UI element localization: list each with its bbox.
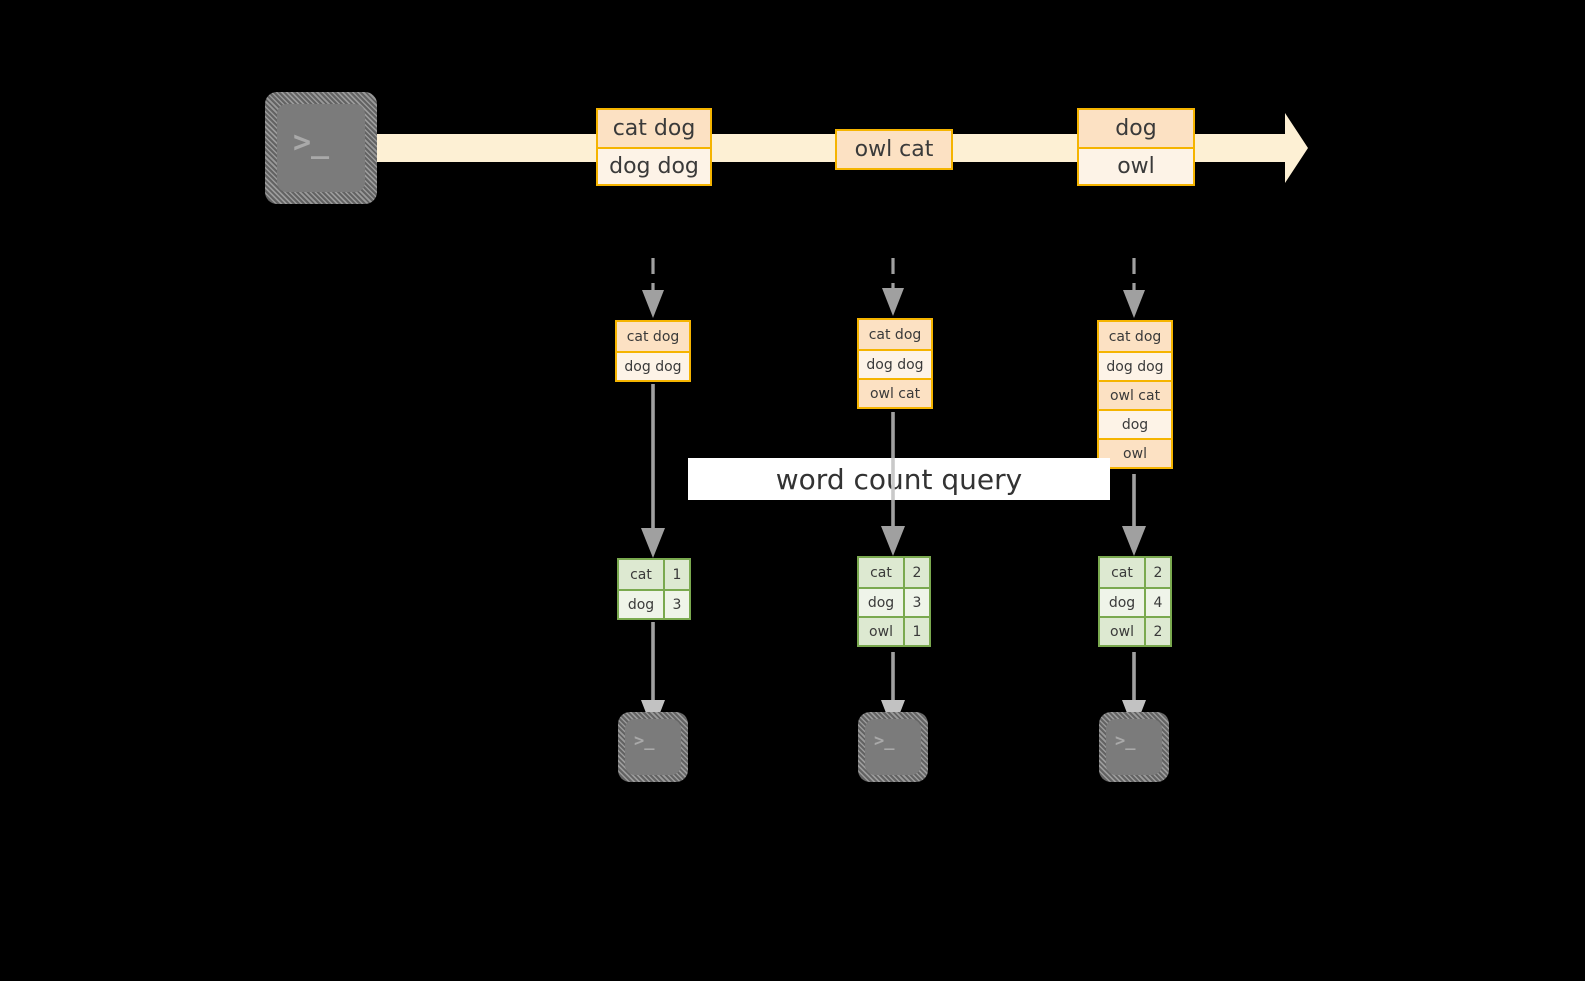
count-cell: 4 [1144, 589, 1170, 616]
stream-event-group-1: cat dog dog dog [596, 108, 712, 186]
input-row: dog [1099, 409, 1171, 438]
snapshot-2-result-table: cat 2 dog 3 owl 1 [857, 556, 931, 647]
stream-event-group-3: dog owl [1077, 108, 1195, 186]
word-cell: owl [859, 618, 903, 645]
input-row: dog dog [859, 349, 931, 378]
stream-event-line: dog [1079, 110, 1193, 147]
table-row: dog 4 [1100, 587, 1170, 616]
stream-event-line: dog dog [598, 147, 710, 184]
stream-event-group-2: owl cat [835, 129, 953, 170]
terminal-body [865, 719, 921, 775]
table-row: cat 1 [619, 560, 689, 589]
snapshot-3-input-table: cat dog dog dog owl cat dog owl [1097, 320, 1173, 469]
table-row: owl 2 [1100, 616, 1170, 645]
query-arrowhead-3 [1122, 526, 1146, 556]
table-row: dog 3 [859, 587, 929, 616]
snapshot-3-result-table: cat 2 dog 4 owl 2 [1098, 556, 1172, 647]
count-cell: 3 [903, 589, 929, 616]
snapshot-1-result-table: cat 1 dog 3 [617, 558, 691, 620]
word-cell: cat [619, 560, 663, 589]
word-cell: owl [1100, 618, 1144, 645]
word-cell: dog [619, 591, 663, 618]
table-row: dog 3 [619, 589, 689, 618]
terminal-prompt-glyph: >_ [1115, 731, 1136, 751]
query-arrowhead-1 [641, 528, 665, 558]
count-cell: 1 [903, 618, 929, 645]
terminal-prompt-glyph: >_ [293, 125, 330, 160]
count-cell: 2 [903, 558, 929, 587]
count-cell: 1 [663, 560, 689, 589]
table-row: cat 2 [859, 558, 929, 587]
input-row: dog dog [617, 351, 689, 380]
word-cell: cat [859, 558, 903, 587]
snapshot-2-input-table: cat dog dog dog owl cat [857, 318, 933, 409]
query-arrowhead-2 [881, 526, 905, 556]
word-cell: dog [859, 589, 903, 616]
terminal-prompt-glyph: >_ [874, 731, 895, 751]
stream-event-line: owl [1079, 147, 1193, 184]
stream-event-line: cat dog [598, 110, 710, 147]
terminal-body [1106, 719, 1162, 775]
input-row: dog dog [1099, 351, 1171, 380]
query-label-band: word count query [688, 458, 1110, 500]
feed-arrowhead-2 [882, 288, 904, 316]
count-cell: 2 [1144, 558, 1170, 587]
snapshot-1-input-table: cat dog dog dog [615, 320, 691, 382]
input-row: cat dog [1099, 322, 1171, 351]
word-cell: dog [1100, 589, 1144, 616]
table-row: cat 2 [1100, 558, 1170, 587]
source-terminal-icon: >_ [265, 92, 377, 204]
input-row: cat dog [617, 322, 689, 351]
input-row: owl [1099, 438, 1171, 467]
input-row: cat dog [859, 320, 931, 349]
snapshot-3-sink-terminal-icon: >_ [1099, 712, 1169, 782]
terminal-prompt-glyph: >_ [634, 731, 655, 751]
count-cell: 3 [663, 591, 689, 618]
feed-arrowhead-3 [1123, 290, 1145, 318]
table-row: owl 1 [859, 616, 929, 645]
terminal-body [625, 719, 681, 775]
terminal-body [277, 104, 365, 192]
query-label-text: word count query [775, 462, 1023, 496]
input-row: owl cat [859, 378, 931, 407]
word-cell: cat [1100, 558, 1144, 587]
stream-event-line: owl cat [837, 131, 951, 168]
feed-arrowhead-1 [642, 290, 664, 318]
snapshot-2-sink-terminal-icon: >_ [858, 712, 928, 782]
input-row: owl cat [1099, 380, 1171, 409]
count-cell: 2 [1144, 618, 1170, 645]
snapshot-1-sink-terminal-icon: >_ [618, 712, 688, 782]
